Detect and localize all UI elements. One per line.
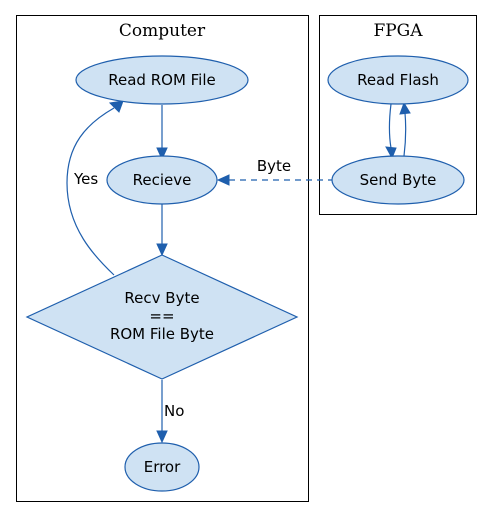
- edge-label-yes: Yes: [73, 170, 98, 188]
- node-read-rom-file: Read ROM File: [75, 55, 249, 105]
- cluster-computer: Computer: [16, 15, 309, 502]
- edge-read-rom-to-recieve: [156, 105, 168, 161]
- edge-read-flash-to-send-byte: [385, 103, 397, 160]
- edge-label-no: No: [164, 402, 184, 420]
- node-compare-shape: [25, 254, 299, 380]
- arrowhead: [385, 146, 397, 160]
- node-compare: Recv Byte == ROM File Byte: [25, 254, 299, 380]
- node-compare-label-line2: ==: [149, 307, 174, 325]
- edge-line: [403, 112, 407, 157]
- node-recieve: Recieve: [106, 155, 218, 205]
- edge-recieve-to-compare: [156, 204, 168, 257]
- node-send-byte: Send Byte: [331, 155, 465, 205]
- node-recieve-shape: [106, 155, 218, 205]
- cluster-fpga: FPGA: [319, 15, 477, 215]
- cluster-fpga-label: FPGA: [373, 21, 423, 41]
- node-send-byte-shape: [331, 155, 465, 205]
- node-read-flash: Read Flash: [327, 55, 469, 105]
- edge-compare-no-to-error: No: [156, 380, 184, 444]
- node-error-shape: [124, 442, 200, 492]
- node-recieve-label: Recieve: [133, 171, 192, 189]
- node-read-flash-shape: [327, 55, 469, 105]
- arrowhead: [216, 174, 230, 186]
- arrowhead: [108, 100, 124, 113]
- node-error-label: Error: [144, 458, 181, 476]
- node-read-rom-file-label: Read ROM File: [108, 71, 216, 89]
- edge-line: [66, 107, 115, 276]
- edge-compare-yes-to-read-rom: Yes: [66, 100, 124, 276]
- node-compare-label-line3: ROM File Byte: [110, 325, 214, 343]
- arrowhead: [156, 430, 168, 444]
- edge-line: [388, 103, 392, 149]
- node-error: Error: [124, 442, 200, 492]
- arrowhead: [399, 101, 411, 115]
- cluster-fpga-border: [319, 15, 477, 215]
- node-send-byte-label: Send Byte: [360, 171, 437, 189]
- edge-label-byte: Byte: [257, 157, 291, 175]
- edge-send-byte-to-read-flash: [399, 101, 411, 157]
- edge-send-byte-to-recieve: Byte: [216, 157, 334, 186]
- cluster-computer-border: [16, 15, 309, 502]
- arrowhead: [156, 243, 168, 257]
- node-read-rom-file-shape: [75, 55, 249, 105]
- cluster-computer-label: Computer: [119, 21, 206, 41]
- node-compare-label-line1: Recv Byte: [124, 289, 199, 307]
- arrowhead: [156, 147, 168, 161]
- node-read-flash-label: Read Flash: [357, 71, 439, 89]
